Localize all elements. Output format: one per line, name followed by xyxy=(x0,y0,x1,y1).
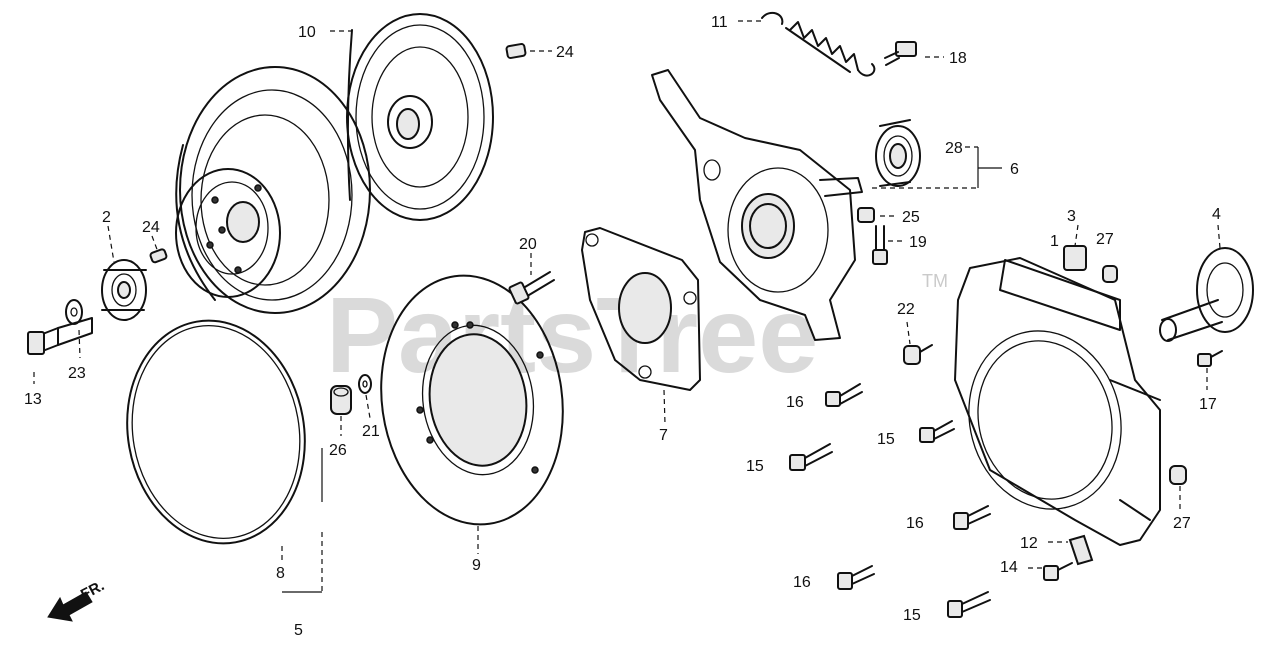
housing-case xyxy=(954,257,1161,546)
label-part-13: 13 xyxy=(24,391,42,408)
label-part-8: 8 xyxy=(276,565,285,582)
label-part-3: 3 xyxy=(1067,208,1076,225)
label-part-15-left: 15 xyxy=(746,458,764,475)
part-16-bolt-upper xyxy=(825,383,863,407)
part-22-bolt xyxy=(903,344,933,365)
label-part-12: 12 xyxy=(1020,535,1038,552)
label-part-22: 22 xyxy=(897,301,915,318)
part-20-bolt xyxy=(508,271,555,305)
label-part-19: 19 xyxy=(909,234,927,251)
part-16-bolt-lower xyxy=(953,505,991,530)
part-16-bolt-bottom xyxy=(837,565,875,590)
label-part-7: 7 xyxy=(659,427,668,444)
part-12-plate xyxy=(1068,534,1094,566)
part-11-return-spring xyxy=(761,11,876,77)
label-part-1: 1 xyxy=(1050,233,1059,250)
label-part-20: 20 xyxy=(519,236,537,253)
part-3-clip xyxy=(1063,245,1087,271)
part-27-pin-lower xyxy=(1169,465,1187,485)
label-part-16-bottom: 16 xyxy=(793,574,811,591)
part-24-dowel-pin-lower xyxy=(149,248,168,264)
part-26-nut xyxy=(330,385,352,415)
part-27-pin-upper xyxy=(1102,265,1118,283)
label-part-17: 17 xyxy=(1199,396,1217,413)
label-part-21: 21 xyxy=(362,423,380,440)
label-part-16-lower: 16 xyxy=(906,515,924,532)
label-part-16-upper: 16 xyxy=(786,394,804,411)
watermark-trademark: TM xyxy=(922,271,948,291)
label-part-24-lower: 24 xyxy=(142,219,160,236)
part-21-washer xyxy=(358,374,372,394)
label-part-24-upper: 24 xyxy=(556,44,574,61)
part-4-shaft-flange xyxy=(1159,247,1254,342)
part-24-dowel-pin-upper xyxy=(505,43,527,59)
label-part-23: 23 xyxy=(68,365,86,382)
part-15-bolt-bottom xyxy=(947,591,991,618)
label-part-14: 14 xyxy=(1000,559,1018,576)
part-15-bolt-left xyxy=(789,443,833,471)
label-part-15-bottom: 15 xyxy=(903,607,921,624)
part-14-bolt xyxy=(1043,562,1073,581)
drive-pulley-assembly xyxy=(175,66,371,314)
part-28-bearing xyxy=(875,119,921,187)
part-8-snap-ring xyxy=(126,319,306,545)
part-9-brake-plate xyxy=(380,274,564,526)
arrow-down-left-icon xyxy=(47,591,93,622)
part-2-hub-flange xyxy=(101,259,147,321)
part-17-bolt xyxy=(1197,350,1223,367)
part-number-labels: 10 24 11 18 28 6 25 19 3 1 27 4 2 24 20 … xyxy=(24,14,1221,639)
part-23-washer xyxy=(65,299,83,325)
part-10-drive-pulley-disc xyxy=(346,13,494,221)
part-15-bolt-middle xyxy=(919,420,955,443)
label-part-27-upper: 27 xyxy=(1096,231,1114,248)
label-part-18: 18 xyxy=(949,50,967,67)
label-part-15-middle: 15 xyxy=(877,431,895,448)
label-part-11: 11 xyxy=(711,14,728,31)
part-6-brake-arm-assembly xyxy=(651,69,863,341)
label-part-28: 28 xyxy=(945,140,963,157)
label-part-9: 9 xyxy=(472,557,481,574)
part-7-bracket-plate xyxy=(581,227,701,391)
part-13-flange-bolt xyxy=(27,317,93,355)
label-part-27-lower: 27 xyxy=(1173,515,1191,532)
front-direction-indicator: FR. xyxy=(47,577,107,622)
watermark-logo: PartsTree xyxy=(326,274,818,395)
label-part-4: 4 xyxy=(1212,206,1221,223)
label-part-2: 2 xyxy=(102,209,111,226)
label-part-6: 6 xyxy=(1010,161,1019,178)
leader-lines xyxy=(33,20,1221,593)
label-part-10: 10 xyxy=(298,24,316,41)
part-19-bolt xyxy=(872,225,888,265)
part-18-stud xyxy=(884,41,917,66)
label-part-5: 5 xyxy=(294,622,303,639)
label-part-25: 25 xyxy=(902,209,920,226)
part-25-nut xyxy=(857,207,875,223)
label-part-26: 26 xyxy=(329,442,347,459)
